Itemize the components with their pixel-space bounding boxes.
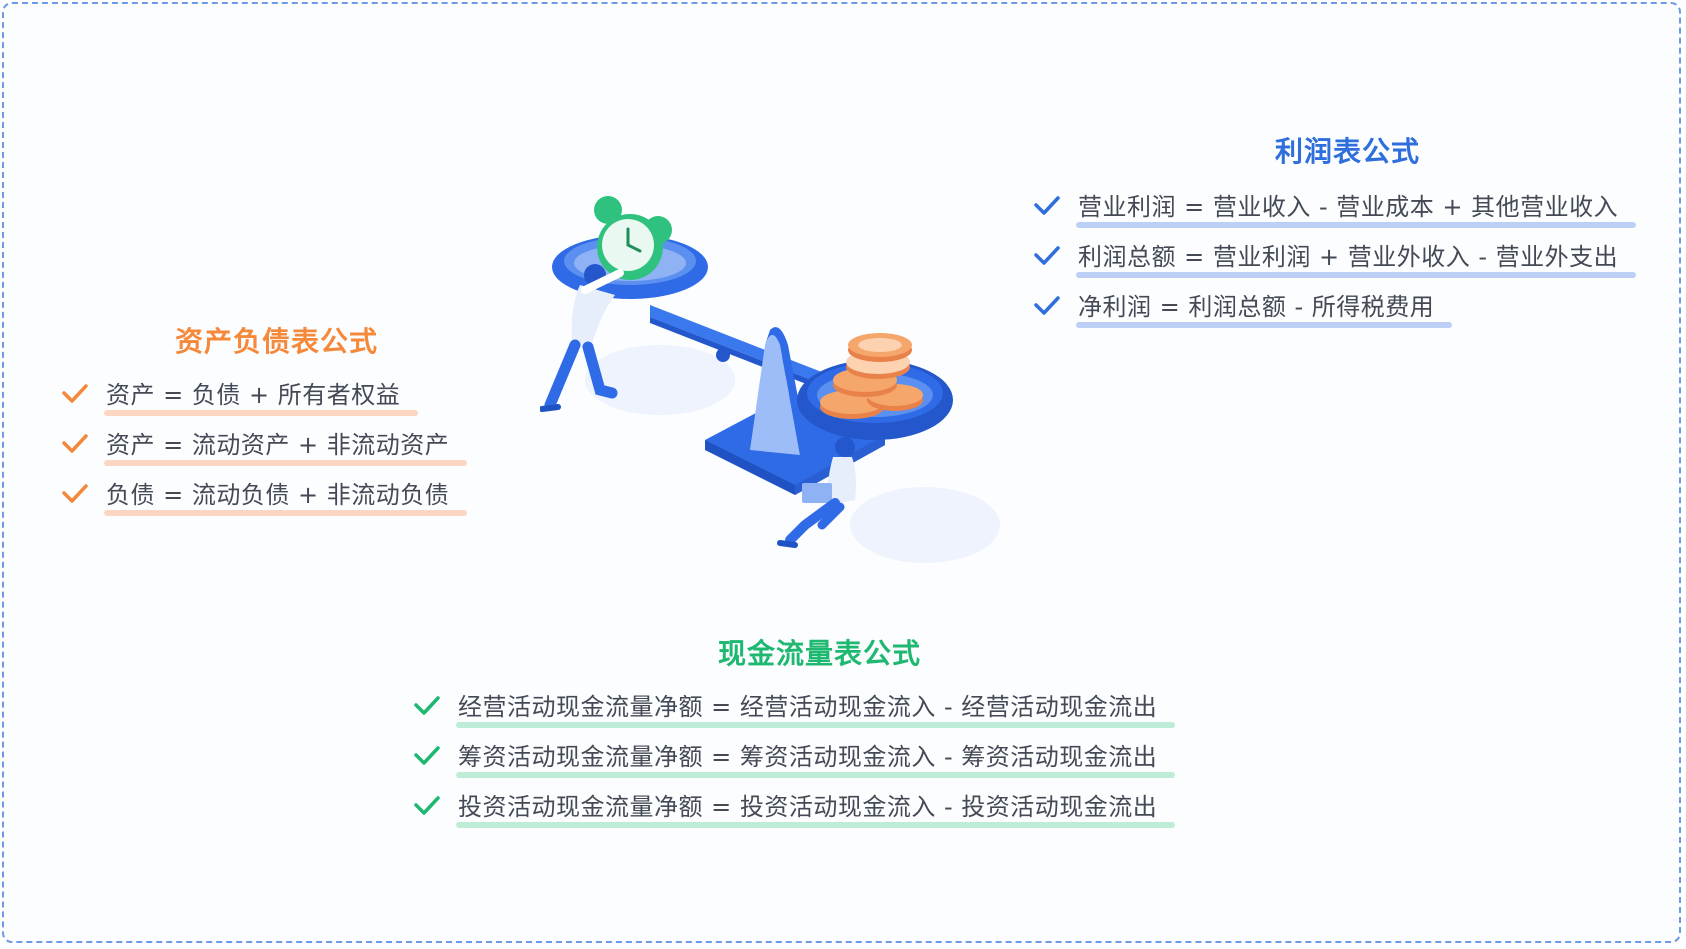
formula-text: 利润总额 = 营业利润 + 营业外收入 - 营业外支出 <box>1076 237 1637 278</box>
check-icon <box>414 696 440 715</box>
check-icon <box>62 484 88 503</box>
formula-text: 净利润 = 利润总额 - 所得税费用 <box>1076 287 1453 328</box>
list-item: 投资活动现金流量净额 = 投资活动现金流入 - 投资活动现金流出 <box>412 780 1176 830</box>
check-icon <box>1034 246 1060 265</box>
person-with-laptop-icon <box>777 437 856 548</box>
check-icon <box>414 796 440 815</box>
formula-text: 营业利润 = 营业收入 - 营业成本 + 其他营业收入 <box>1076 187 1637 228</box>
formula-text: 资产 = 负债 + 所有者权益 <box>104 375 419 416</box>
coin-stack-icon <box>820 333 923 419</box>
formula-text: 资产 = 流动资产 + 非流动资产 <box>104 425 468 466</box>
list-item: 经营活动现金流量净额 = 经营活动现金流入 - 经营活动现金流出 <box>412 680 1176 730</box>
formula-text: 经营活动现金流量净额 = 经营活动现金流入 - 经营活动现金流出 <box>456 687 1176 728</box>
check-icon <box>414 746 440 765</box>
formula-text: 投资活动现金流量净额 = 投资活动现金流入 - 投资活动现金流出 <box>456 787 1176 828</box>
shadow-shape <box>850 487 1000 563</box>
balance-scale-illustration <box>540 196 1000 563</box>
scale-beam-icon <box>650 305 855 403</box>
list-item: 利润总额 = 营业利润 + 营业外收入 - 营业外支出 <box>1032 230 1637 280</box>
income-statement-title: 利润表公式 <box>1275 135 1421 168</box>
list-item: 净利润 = 利润总额 - 所得税费用 <box>1032 280 1622 330</box>
check-icon <box>1034 296 1060 315</box>
check-icon <box>62 434 88 453</box>
check-icon <box>1034 196 1060 215</box>
list-item: 负债 = 流动负债 + 非流动负债 <box>60 468 468 518</box>
balance-sheet-title: 资产负债表公式 <box>175 325 379 358</box>
income-statement-formula-list: 营业利润 = 营业收入 - 营业成本 + 其他营业收入 利润总额 = 营业利润 … <box>1032 180 1637 330</box>
list-item: 资产 = 流动资产 + 非流动资产 <box>60 418 468 468</box>
person-pushing-icon <box>540 264 624 412</box>
alarm-clock-icon <box>594 196 672 280</box>
list-item: 营业利润 = 营业收入 - 营业成本 + 其他营业收入 <box>1032 180 1637 230</box>
cash-flow-statement-title: 现金流量表公式 <box>718 637 922 670</box>
formula-text: 负债 = 流动负债 + 非流动负债 <box>104 475 468 516</box>
cash-flow-formula-list: 经营活动现金流量净额 = 经营活动现金流入 - 经营活动现金流出 筹资活动现金流… <box>412 680 1176 830</box>
balance-sheet-formula-list: 资产 = 负债 + 所有者权益 资产 = 流动资产 + 非流动资产 负债 = 流… <box>60 368 468 518</box>
list-item: 筹资活动现金流量净额 = 筹资活动现金流入 - 筹资活动现金流出 <box>412 730 1176 780</box>
formula-text: 筹资活动现金流量净额 = 筹资活动现金流入 - 筹资活动现金流出 <box>456 737 1176 778</box>
scale-pillar-icon <box>716 327 808 455</box>
check-icon <box>62 384 88 403</box>
list-item: 资产 = 负债 + 所有者权益 <box>60 368 453 418</box>
shadow-shape <box>585 345 735 415</box>
